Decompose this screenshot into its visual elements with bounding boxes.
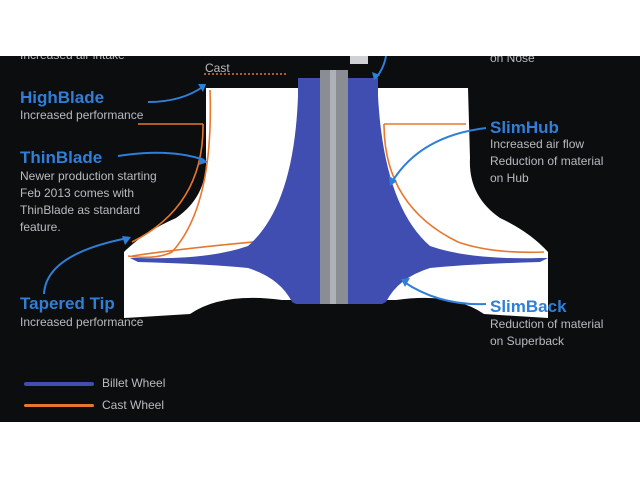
top-right-partial-label: on Nose — [490, 56, 535, 65]
slimhub-desc-line-1: Increased air flow — [490, 137, 585, 151]
top-right-arrowhead — [372, 72, 380, 80]
thinblade-arrow — [117, 151, 205, 161]
tapered-tip-title: Tapered Tip — [20, 294, 115, 313]
thinblade-desc-line-2: Feb 2013 comes with — [20, 186, 135, 200]
thinblade-arrowhead — [199, 156, 208, 165]
thinblade-desc-line-3: ThinBlade as standard — [20, 203, 141, 217]
tapered-tip-arrowhead — [122, 236, 131, 245]
legend-billet-swatch — [24, 382, 94, 386]
slimhub-desc-line-3: on Hub — [490, 171, 529, 185]
cast-outline-left-hub — [127, 89, 212, 259]
slimback-desc-line-1: Reduction of material — [490, 317, 604, 331]
slimback-arrow — [403, 281, 487, 306]
slimback-arrowhead — [401, 278, 410, 287]
thinblade-desc-line-4: feature. — [20, 220, 61, 234]
thinblade-title: ThinBlade — [20, 148, 103, 167]
label-arrows — [43, 56, 487, 306]
highblade-desc: Increased performance — [20, 108, 144, 122]
arrow-heads — [122, 72, 410, 287]
legend-billet-label: Billet Wheel — [102, 376, 166, 390]
thinblade-desc-line-1: Newer production starting — [20, 169, 157, 183]
cast-outline-right-curve — [383, 123, 545, 254]
cast-outline-left-curve — [131, 123, 204, 243]
slimhub-title: SlimHub — [490, 118, 559, 137]
slimhub-arrow — [391, 127, 487, 183]
shaft-bore-highlight — [330, 70, 336, 304]
slimhub-desc-line-2: Reduction of material — [490, 154, 604, 168]
legend-cast-swatch — [24, 404, 94, 407]
tapered-tip-desc: Increased performance — [20, 315, 144, 329]
compressor-wheel-diagram — [43, 56, 548, 318]
legend-cast-label: Cast Wheel — [102, 398, 165, 412]
shaft-tip — [350, 56, 368, 64]
slimhub-arrowhead — [389, 176, 397, 186]
top-cast-partial-label: Cast — [205, 61, 230, 75]
top-left-partial-label: Increased air intake — [20, 56, 125, 64]
slimback-desc-line-2: on Superback — [490, 334, 565, 348]
diagram-panel: Increased air intake Cast on Nose HighBl… — [0, 56, 640, 422]
highblade-arrowhead — [198, 84, 206, 92]
highblade-arrow — [147, 85, 205, 103]
highblade-title: HighBlade — [20, 88, 105, 107]
tapered-tip-arrow — [43, 237, 129, 295]
slimback-title: SlimBack — [490, 297, 567, 316]
